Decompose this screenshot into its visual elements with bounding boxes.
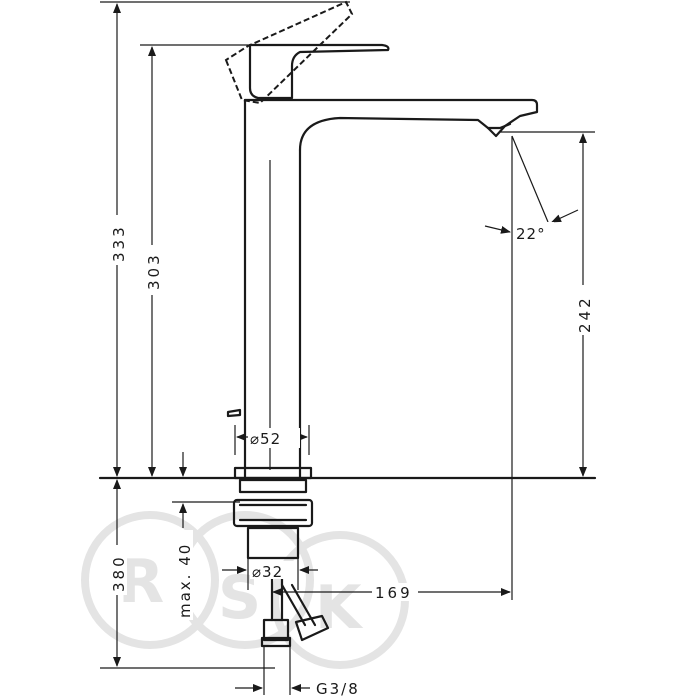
body-height-label: 303 <box>145 252 163 290</box>
watermark-logo: R S K <box>81 511 409 669</box>
svg-text:K: K <box>315 573 364 643</box>
hole-diameter-label: ⌀32 <box>252 563 283 581</box>
spout-height-label: 242 <box>576 295 594 333</box>
projection-label: 169 <box>375 584 413 602</box>
connection-thread-label: G3/8 <box>316 680 360 698</box>
faucet-body-outline <box>98 0 597 480</box>
spout-angle-label: 22° <box>516 225 546 243</box>
body-diameter-label: ⌀52 <box>250 430 281 448</box>
total-height-label: 333 <box>110 224 128 262</box>
max-deck-thickness-label: max. 40 <box>176 543 194 618</box>
below-deck-length-label: 380 <box>110 554 128 592</box>
